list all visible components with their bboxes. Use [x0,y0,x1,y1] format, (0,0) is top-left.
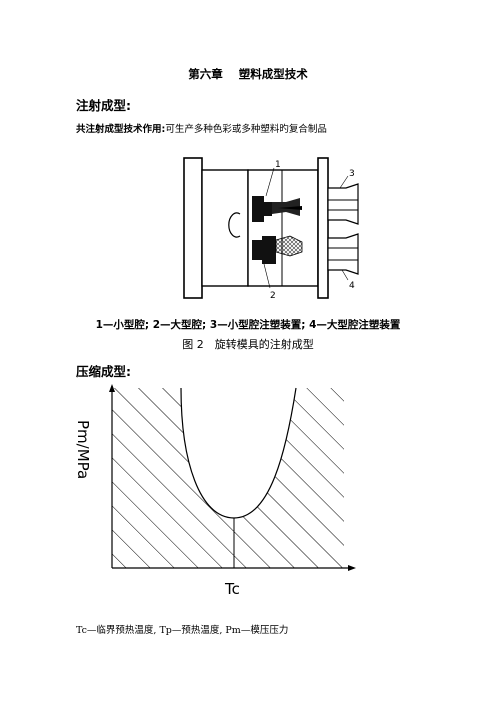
co-injection-text: 可生产多种色彩或多种塑料旳复合制品 [165,124,327,135]
figure2-caption: 图 2 旋转模具的注射成型 [182,338,314,351]
rotating-mold-diagram: 1 2 3 4 [183,157,359,301]
left-plate [183,157,203,299]
large-cavity [252,236,276,264]
label-3: 3 [349,169,355,179]
rotation-arrow-icon [228,212,241,238]
co-injection-description: 共注射成型技术作用:可生产多种色彩或多种塑料旳复合制品 [76,121,327,135]
lower-nozzle [275,235,303,257]
compression-graph: Pm/MPa Tc [74,384,356,598]
chapter-title: 第六章 塑料成型技术 [0,66,496,82]
x-axis-label: Tc [224,580,240,598]
label-4: 4 [349,281,355,291]
x-axis-arrow-icon [348,565,356,571]
co-injection-label: 共注射成型技术作用: [76,124,166,135]
chapter-name: 塑料成型技术 [238,67,308,81]
label-1: 1 [275,160,281,170]
hatched-region [112,388,344,568]
rotating-mold-half [201,169,249,287]
upper-nozzle [272,198,300,216]
injection-unit-4 [327,233,359,275]
injection-molding-heading: 注射成型: [76,98,131,113]
injection-unit-3 [327,183,359,225]
right-plate [317,157,329,299]
chapter-number: 第六章 [188,67,223,81]
y-axis-label: Pm/MPa [74,420,92,479]
graph-legend: Tc—临界预热温度, Tp—预热温度, Pm—模压压力 [76,625,289,636]
small-cavity [252,196,272,222]
y-axis-arrow-icon [109,384,115,392]
fixed-mold-half [247,169,319,287]
compression-molding-heading: 压缩成型: [76,364,131,379]
label-2: 2 [270,291,276,301]
figure2-legend: 1—小型腔; 2—大型腔; 3—小型腔注塑装置; 4—大型腔注塑装置 [95,319,401,331]
